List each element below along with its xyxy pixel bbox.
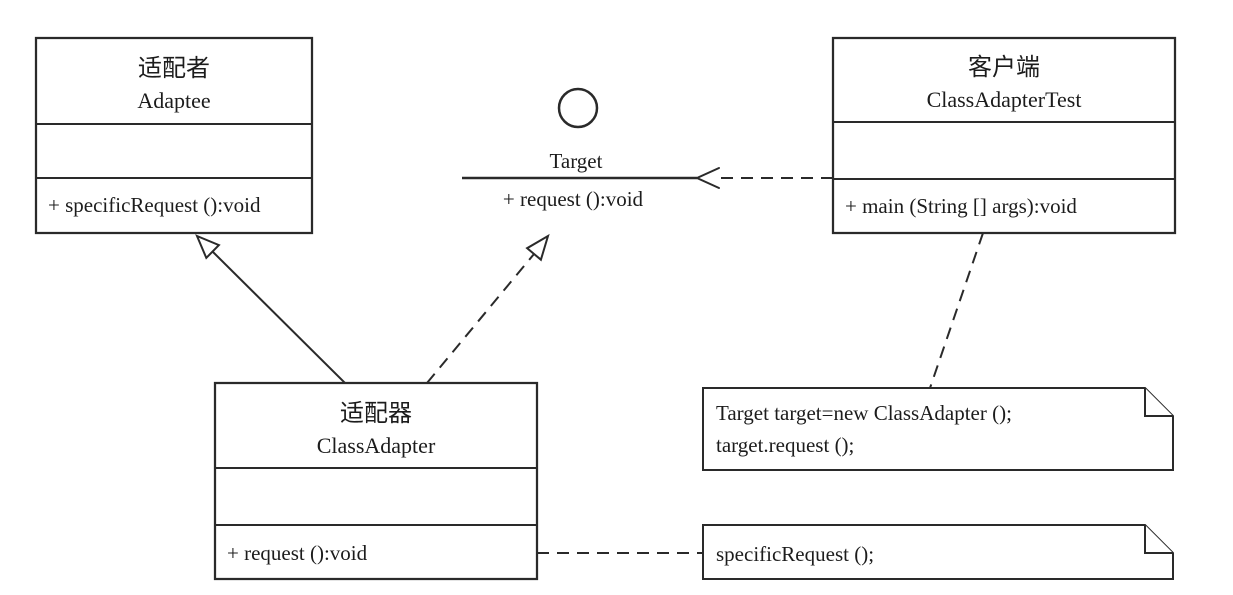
adapter-operation: + request ():void <box>227 541 368 565</box>
note-fold-corner-icon <box>1144 525 1173 554</box>
client-operation: + main (String [] args):void <box>845 194 1077 218</box>
adapter-note-line1: specificRequest (); <box>716 542 874 566</box>
client-note-frame <box>702 387 1174 471</box>
note-connector-client <box>929 232 984 389</box>
realization-dashed-line <box>426 253 535 384</box>
class-box-adaptee: 适配者 Adaptee + specificRequest ():void <box>34 36 314 235</box>
class-box-client: 客户端 ClassAdapterTest + main (String [] a… <box>831 36 1177 235</box>
adapter-box-frame <box>213 381 539 581</box>
generalization-arrow-adapter-to-adaptee <box>195 234 346 384</box>
adaptee-operation: + specificRequest ():void <box>48 193 261 217</box>
class-box-adapter: 适配器 ClassAdapter + request ():void <box>213 381 539 581</box>
interface-target-lollipop: Target + request ():void <box>462 87 697 211</box>
client-note-line1: Target target=new ClassAdapter (); <box>716 401 1012 425</box>
target-interface-name: Target <box>550 149 603 173</box>
realization-arrow-adapter-to-target <box>426 233 550 384</box>
note-fold-corner-icon <box>1144 388 1173 417</box>
adapter-name: ClassAdapter <box>317 433 436 458</box>
lollipop-circle-icon <box>557 87 599 129</box>
target-interface-operation: + request ():void <box>503 187 644 211</box>
adapter-name-cn: 适配器 <box>340 400 412 427</box>
client-name-cn: 客户端 <box>968 54 1040 81</box>
adaptee-name: Adaptee <box>137 88 210 113</box>
client-name: ClassAdapterTest <box>927 87 1082 112</box>
adaptee-box-frame <box>34 36 314 235</box>
client-note-line2: target.request (); <box>716 433 854 457</box>
note-client: Target target=new ClassAdapter (); targe… <box>702 387 1174 471</box>
client-box-frame <box>831 36 1177 235</box>
open-arrowhead-icon <box>694 167 720 189</box>
dependency-arrow-client-to-target <box>694 167 833 189</box>
hollow-triangle-arrowhead-icon <box>195 234 221 260</box>
note-adapter: specificRequest (); <box>702 524 1174 580</box>
hollow-triangle-arrowhead-icon <box>525 233 550 262</box>
adaptee-name-cn: 适配者 <box>138 55 210 82</box>
adapter-note-frame <box>702 524 1174 580</box>
generalization-line <box>212 251 346 384</box>
